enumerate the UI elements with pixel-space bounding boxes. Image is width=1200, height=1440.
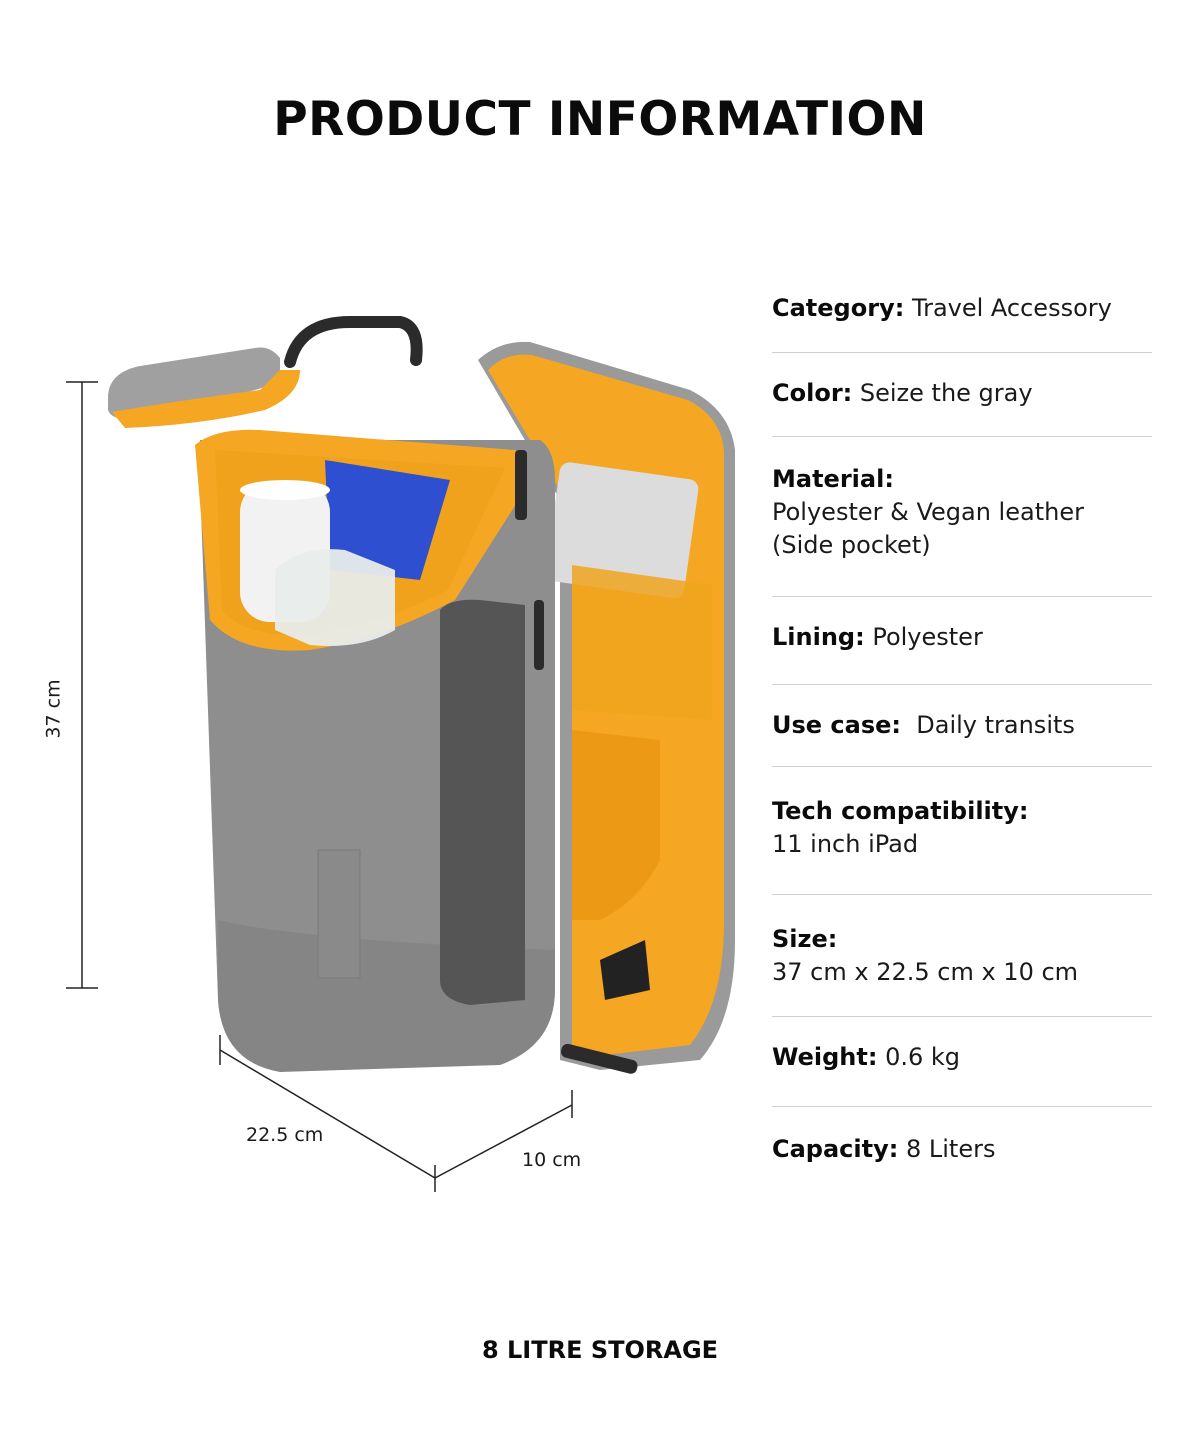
spec-value: 37 cm x 22.5 cm x 10 cm <box>772 958 1079 986</box>
spec-label: Color: <box>772 379 853 407</box>
backpack-image <box>66 316 735 1192</box>
spec-label: Use case: <box>772 711 901 739</box>
spec-value: Daily transits <box>901 711 1075 739</box>
width-dimension-line <box>219 1035 436 1192</box>
height-dimension-line <box>66 381 98 989</box>
product-specs: Category: Travel Accessory Color: Seize … <box>772 292 1152 1177</box>
spec-row-size: Size: 37 cm x 22.5 cm x 10 cm <box>772 895 1152 1017</box>
spec-value: Polyester <box>864 623 983 651</box>
spec-value: 0.6 kg <box>877 1043 961 1071</box>
spec-row-lining: Lining: Polyester <box>772 597 1152 685</box>
spec-row-color: Color: Seize the gray <box>772 353 1152 437</box>
depth-dimension-line <box>434 1090 573 1179</box>
spec-value: 11 inch iPad <box>772 830 919 858</box>
spec-label: Lining: <box>772 623 865 651</box>
spec-label: Size: <box>772 925 838 953</box>
spec-value: Seize the gray <box>852 379 1033 407</box>
height-dimension-label: 37 cm <box>42 679 65 739</box>
page-title: PRODUCT INFORMATION <box>273 92 927 147</box>
spec-row-use-case: Use case: Daily transits <box>772 685 1152 767</box>
spec-row-weight: Weight: 0.6 kg <box>772 1017 1152 1107</box>
storage-caption: 8 LITRE STORAGE <box>481 1336 719 1364</box>
spec-value: Travel Accessory <box>904 294 1112 322</box>
spec-label: Category: <box>772 294 905 322</box>
spec-label: Weight: <box>772 1043 878 1071</box>
spec-row-capacity: Capacity: 8 Liters <box>772 1107 1152 1177</box>
depth-dimension-label: 10 cm <box>522 1149 582 1171</box>
spec-label: Capacity: <box>772 1135 899 1163</box>
spec-row-category: Category: Travel Accessory <box>772 292 1152 353</box>
spec-value: 8 Liters <box>898 1135 996 1163</box>
spec-row-material: Material: Polyester & Vegan leather (Sid… <box>772 437 1152 597</box>
spec-label: Material: <box>772 465 894 493</box>
spec-row-tech-compatibility: Tech compatibility: 11 inch iPad <box>772 767 1152 895</box>
spec-value: Polyester & Vegan leather (Side pocket) <box>772 498 1084 559</box>
spec-label: Tech compatibility: <box>772 797 1029 825</box>
width-dimension-label: 22.5 cm <box>246 1124 324 1146</box>
